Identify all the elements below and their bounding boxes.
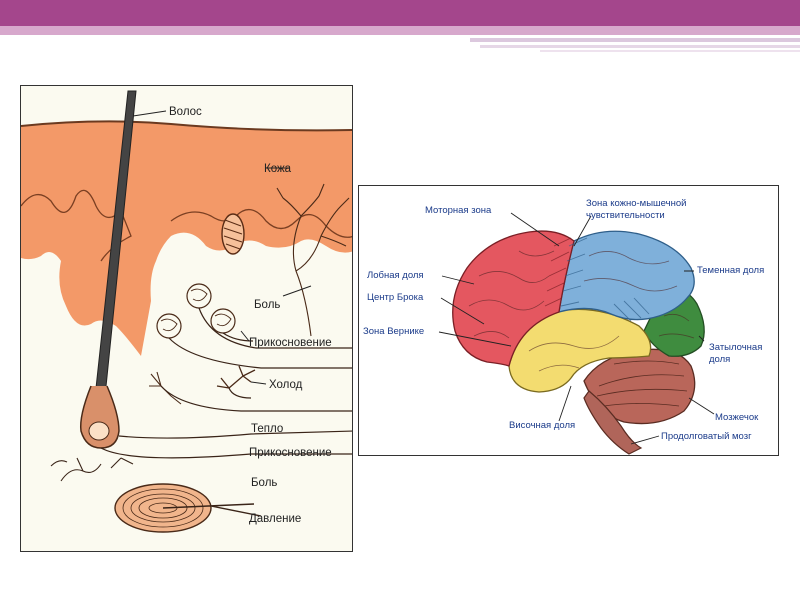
banner-magenta-band	[0, 0, 800, 26]
label-touch-2: Прикосновение	[249, 447, 332, 459]
label-pain-1: Боль	[254, 299, 280, 311]
pacinian-nerve	[162, 503, 262, 517]
skin-leader-lines	[132, 110, 312, 385]
brain-leader-lines	[438, 212, 715, 445]
touch-receptor-knot-2	[210, 308, 236, 334]
pacinian-layer-2	[130, 493, 196, 523]
label-motor-zone: Моторная зона	[425, 205, 492, 216]
sensory-zone-hatching	[560, 237, 588, 307]
brain-gyri-lines	[468, 250, 695, 372]
label-warmth: Тепло	[251, 423, 283, 435]
label-temporal-lobe: Височная доля	[509, 420, 575, 431]
banner-pink-band	[0, 26, 800, 35]
label-sensory-zone-line2: чувствительности	[586, 210, 665, 221]
pacinian-layer-1	[122, 488, 204, 528]
brain-lobes-svg: Моторная зона Зона кожно-мышечной чувств…	[363, 198, 764, 455]
skin-receptors-svg: Волос Кожа Боль Прикосновение Холод Тепл…	[21, 90, 352, 533]
receptor-inner-coils	[160, 288, 232, 332]
banner-stripe-3	[540, 50, 800, 52]
label-pain-2: Боль	[251, 477, 277, 489]
label-frontal-lobe: Лобная доля	[367, 270, 424, 281]
label-skin: Кожа	[264, 163, 292, 175]
skin-surface-line	[21, 120, 352, 132]
label-broca: Центр Брока	[367, 292, 424, 303]
dermis-region	[21, 121, 352, 356]
banner-stripe-2	[480, 45, 800, 48]
label-pressure: Давление	[249, 513, 301, 525]
meissner-corpuscle	[221, 213, 245, 255]
label-cerebellum: Мозжечок	[715, 412, 759, 423]
pacinian-layer-3	[138, 497, 188, 519]
motor-zone-hatching	[544, 237, 572, 307]
cold-receptor	[216, 365, 256, 389]
label-cold: Холод	[269, 379, 303, 391]
label-parietal-lobe: Теменная доля	[697, 265, 764, 276]
wernicke-zone-hatching	[613, 297, 650, 322]
label-touch-1: Прикосновение	[249, 337, 332, 349]
warmth-receptor	[149, 371, 182, 405]
free-nerve-ending-top	[276, 183, 350, 337]
medulla-region	[583, 390, 643, 455]
label-medulla: Продолговатый мозг	[661, 431, 752, 442]
label-wernicke: Зона Вернике	[363, 326, 424, 337]
title-banner	[0, 0, 800, 52]
brain-lobes-diagram: Моторная зона Зона кожно-мышечной чувств…	[358, 185, 779, 456]
hair-bulb	[88, 421, 110, 441]
label-occipital-line1: Затылочная	[709, 342, 762, 353]
touch-receptor-knot-1	[156, 313, 182, 339]
label-hair: Волос	[169, 106, 202, 118]
banner-stripe-1	[470, 38, 800, 42]
cerebellum-folia	[596, 360, 688, 407]
skin-receptors-diagram: Волос Кожа Боль Прикосновение Холод Тепл…	[20, 85, 353, 552]
pain-receptor-knot-1	[186, 283, 212, 309]
label-occipital-line2: доля	[709, 354, 730, 365]
nerve-fibres	[100, 307, 352, 459]
free-nerve-ending-bottom	[50, 457, 134, 482]
meissner-coil	[223, 219, 243, 250]
parietal-lobe-region	[558, 230, 695, 321]
label-sensory-zone-line1: Зона кожно-мышечной	[586, 198, 686, 209]
